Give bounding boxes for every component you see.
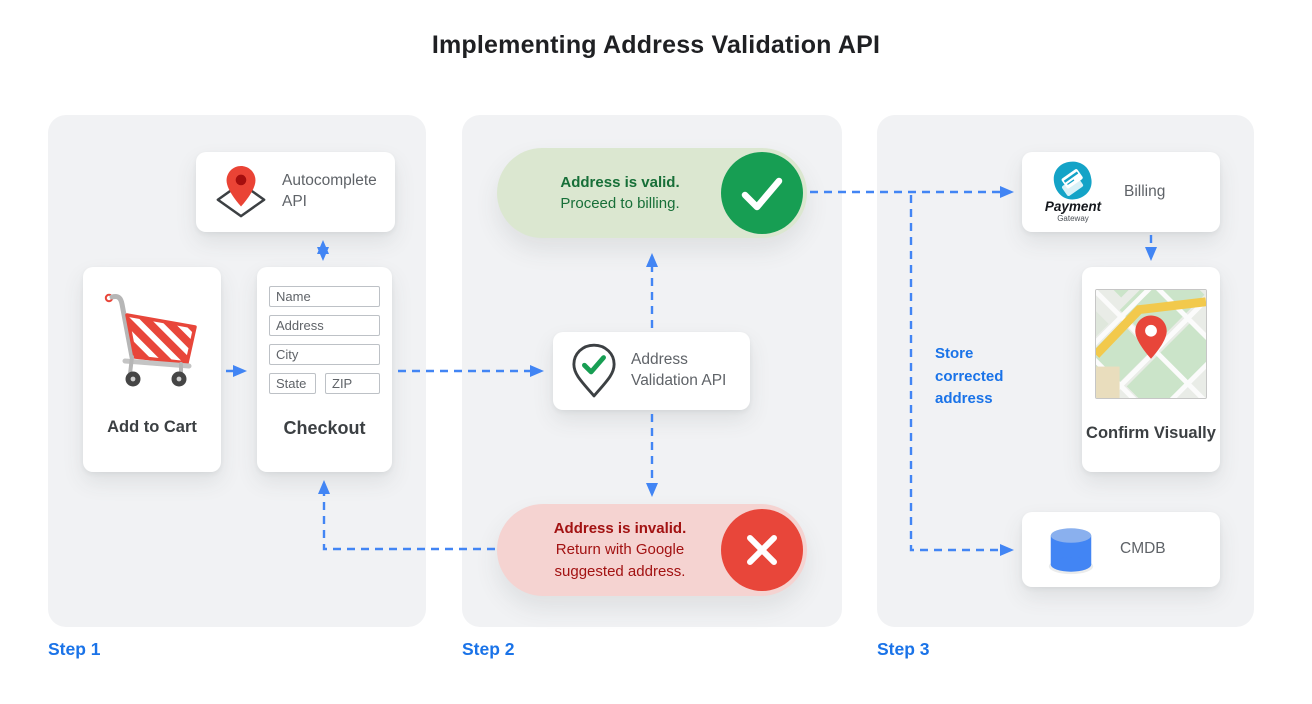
step-1-label: Step 1 xyxy=(48,639,101,659)
zip-field: ZIP xyxy=(325,373,380,394)
database-icon xyxy=(1044,524,1098,576)
address-valid-title: Address is valid. xyxy=(560,173,680,191)
cmdb-card: CMDB xyxy=(1022,512,1220,587)
address-valid-text: Address is valid. Proceed to billing. xyxy=(497,172,721,215)
store-corrected-address-note: Store corrected address xyxy=(935,345,1004,407)
step2-panel: Address is valid. Proceed to billing. Ad… xyxy=(462,115,842,627)
payment-gateway-logo: Payment Gateway xyxy=(1040,161,1106,223)
address-valid-banner: Address is valid. Proceed to billing. xyxy=(497,148,807,238)
cmdb-label: CMDB xyxy=(1120,540,1166,558)
confirm-visually-card: Confirm Visually xyxy=(1082,267,1220,472)
shopping-cart-icon xyxy=(97,285,207,395)
step-2-label: Step 2 xyxy=(462,639,515,659)
validation-pin-icon xyxy=(571,343,617,399)
address-valid-subtitle: Proceed to billing. xyxy=(560,195,680,212)
map-thumbnail xyxy=(1095,289,1207,399)
billing-label: Billing xyxy=(1124,182,1166,200)
check-circle-icon xyxy=(721,152,803,234)
checkout-form: Name Address City State ZIP xyxy=(269,286,380,394)
add-to-cart-label: Add to Cart xyxy=(107,417,197,436)
step1-panel: Autocomplete API xyxy=(48,115,426,627)
billing-card: Payment Gateway Billing xyxy=(1022,152,1220,232)
city-field: City xyxy=(269,344,380,365)
autocomplete-api-card: Autocomplete API xyxy=(196,152,395,232)
diagram-title: Implementing Address Validation API xyxy=(431,31,881,59)
confirm-visually-label: Confirm Visually xyxy=(1086,423,1216,442)
autocomplete-pin-icon xyxy=(214,164,268,220)
step3-panel: Payment Gateway Billing xyxy=(877,115,1254,627)
payment-gateway-logo-title: Payment xyxy=(1044,199,1102,214)
name-field: Name xyxy=(269,286,380,307)
validation-api-label: Address Validation API xyxy=(631,351,727,389)
checkout-label: Checkout xyxy=(283,417,366,438)
address-invalid-subtitle: Return with Google suggested address. xyxy=(554,541,686,580)
address-invalid-text: Address is invalid. Return with Google s… xyxy=(497,518,721,582)
address-invalid-banner: Address is invalid. Return with Google s… xyxy=(497,504,807,596)
checkout-card: Name Address City State ZIP Checkout xyxy=(257,267,392,472)
validation-api-card: Address Validation API xyxy=(553,332,750,410)
payment-gateway-logo-subtitle: Gateway xyxy=(1057,214,1089,223)
x-circle-icon xyxy=(721,509,803,591)
autocomplete-api-label: Autocomplete API xyxy=(282,172,377,210)
step-3-label: Step 3 xyxy=(877,639,930,659)
address-invalid-title: Address is invalid. xyxy=(553,520,687,538)
address-field: Address xyxy=(269,315,380,336)
state-field: State xyxy=(269,373,316,394)
add-to-cart-card: Add to Cart xyxy=(83,267,221,472)
